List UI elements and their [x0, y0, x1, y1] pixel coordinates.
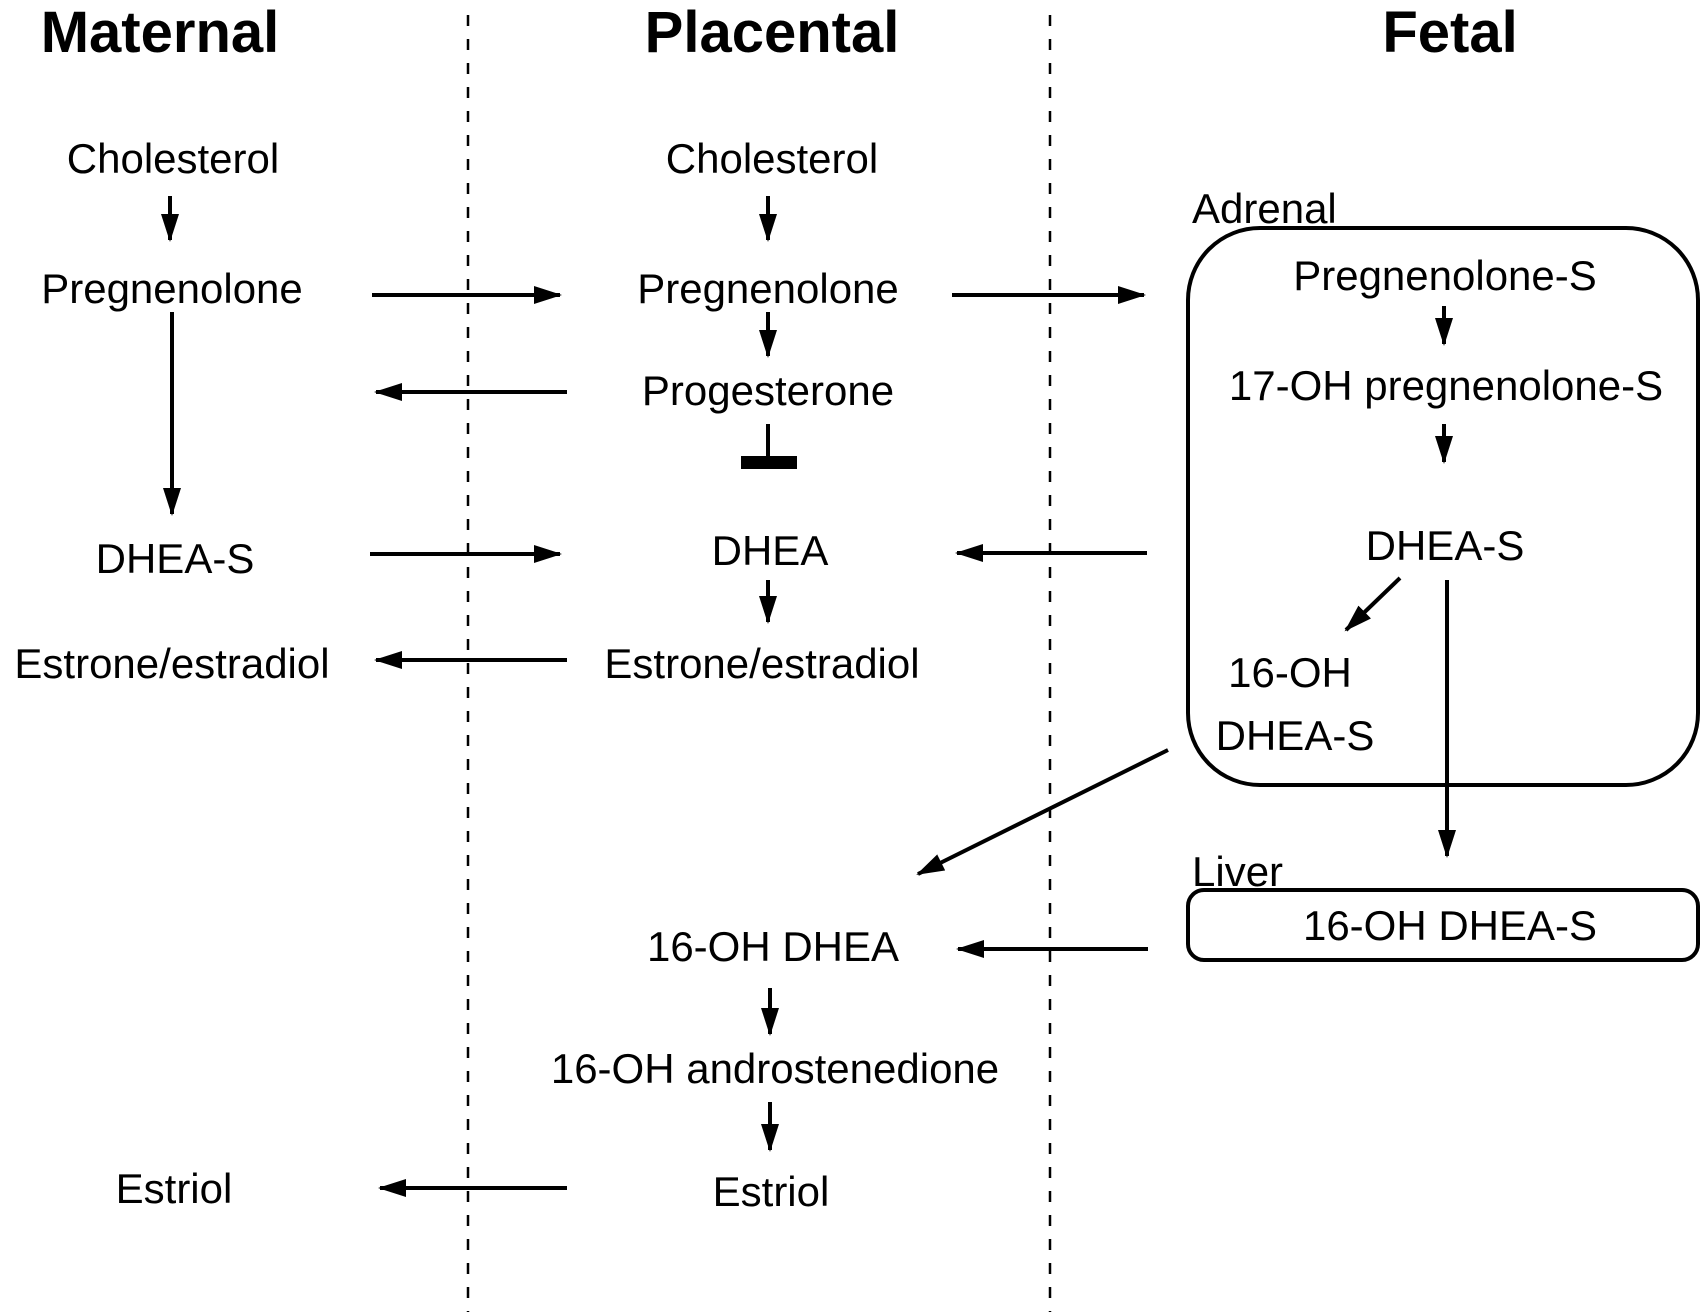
placental-header: Placental [645, 0, 900, 65]
fetal-pregnenolone-s-label: Pregnenolone-S [1293, 252, 1597, 299]
maternal-pregnenolone-label: Pregnenolone [41, 265, 303, 312]
placental-estriol-label: Estriol [713, 1168, 830, 1215]
adrenal-region-label: Adrenal [1192, 185, 1337, 232]
liver-box [1186, 888, 1700, 962]
fetal-16oh-dheas-line1: 16-OH [1228, 649, 1352, 696]
fetal-dheas-label: DHEA-S [1366, 522, 1525, 569]
maternal-estrone-estradiol-label: Estrone/estradiol [14, 640, 329, 687]
liver-region-label: Liver [1192, 848, 1283, 895]
placental-progesterone-label: Progesterone [642, 367, 894, 414]
placental-16oh-androstenedione-label: 16-OH androstenedione [551, 1045, 999, 1092]
maternal-estriol-label: Estriol [116, 1165, 233, 1212]
fetal-17oh-pregnenolone-s-label: 17-OH pregnenolone-S [1229, 362, 1663, 409]
placental-16oh-dhea-label: 16-OH DHEA [647, 923, 899, 970]
placental-estrone-estradiol-label: Estrone/estradiol [604, 640, 919, 687]
progesterone-inhibition-bar [741, 456, 797, 469]
adrenal-box [1186, 226, 1700, 787]
liver-16oh-dheas-label: 16-OH DHEA-S [1303, 902, 1597, 949]
maternal-cholesterol-label: Cholesterol [67, 135, 279, 182]
arrow-fetal-dheas-to-16oh-dheas [1344, 576, 1402, 632]
placental-cholesterol-label: Cholesterol [666, 135, 878, 182]
placental-pregnenolone-label: Pregnenolone [637, 265, 899, 312]
placental-dhea-label: DHEA [712, 527, 829, 574]
fetal-16oh-dheas-line2: DHEA-S [1216, 712, 1375, 759]
maternal-dheas-label: DHEA-S [96, 535, 255, 582]
maternal-header: Maternal [41, 0, 280, 65]
fetal-header: Fetal [1382, 0, 1517, 65]
arrow-fetal-16oh-dheas-to-placental-16oh-dhea [916, 748, 1169, 876]
